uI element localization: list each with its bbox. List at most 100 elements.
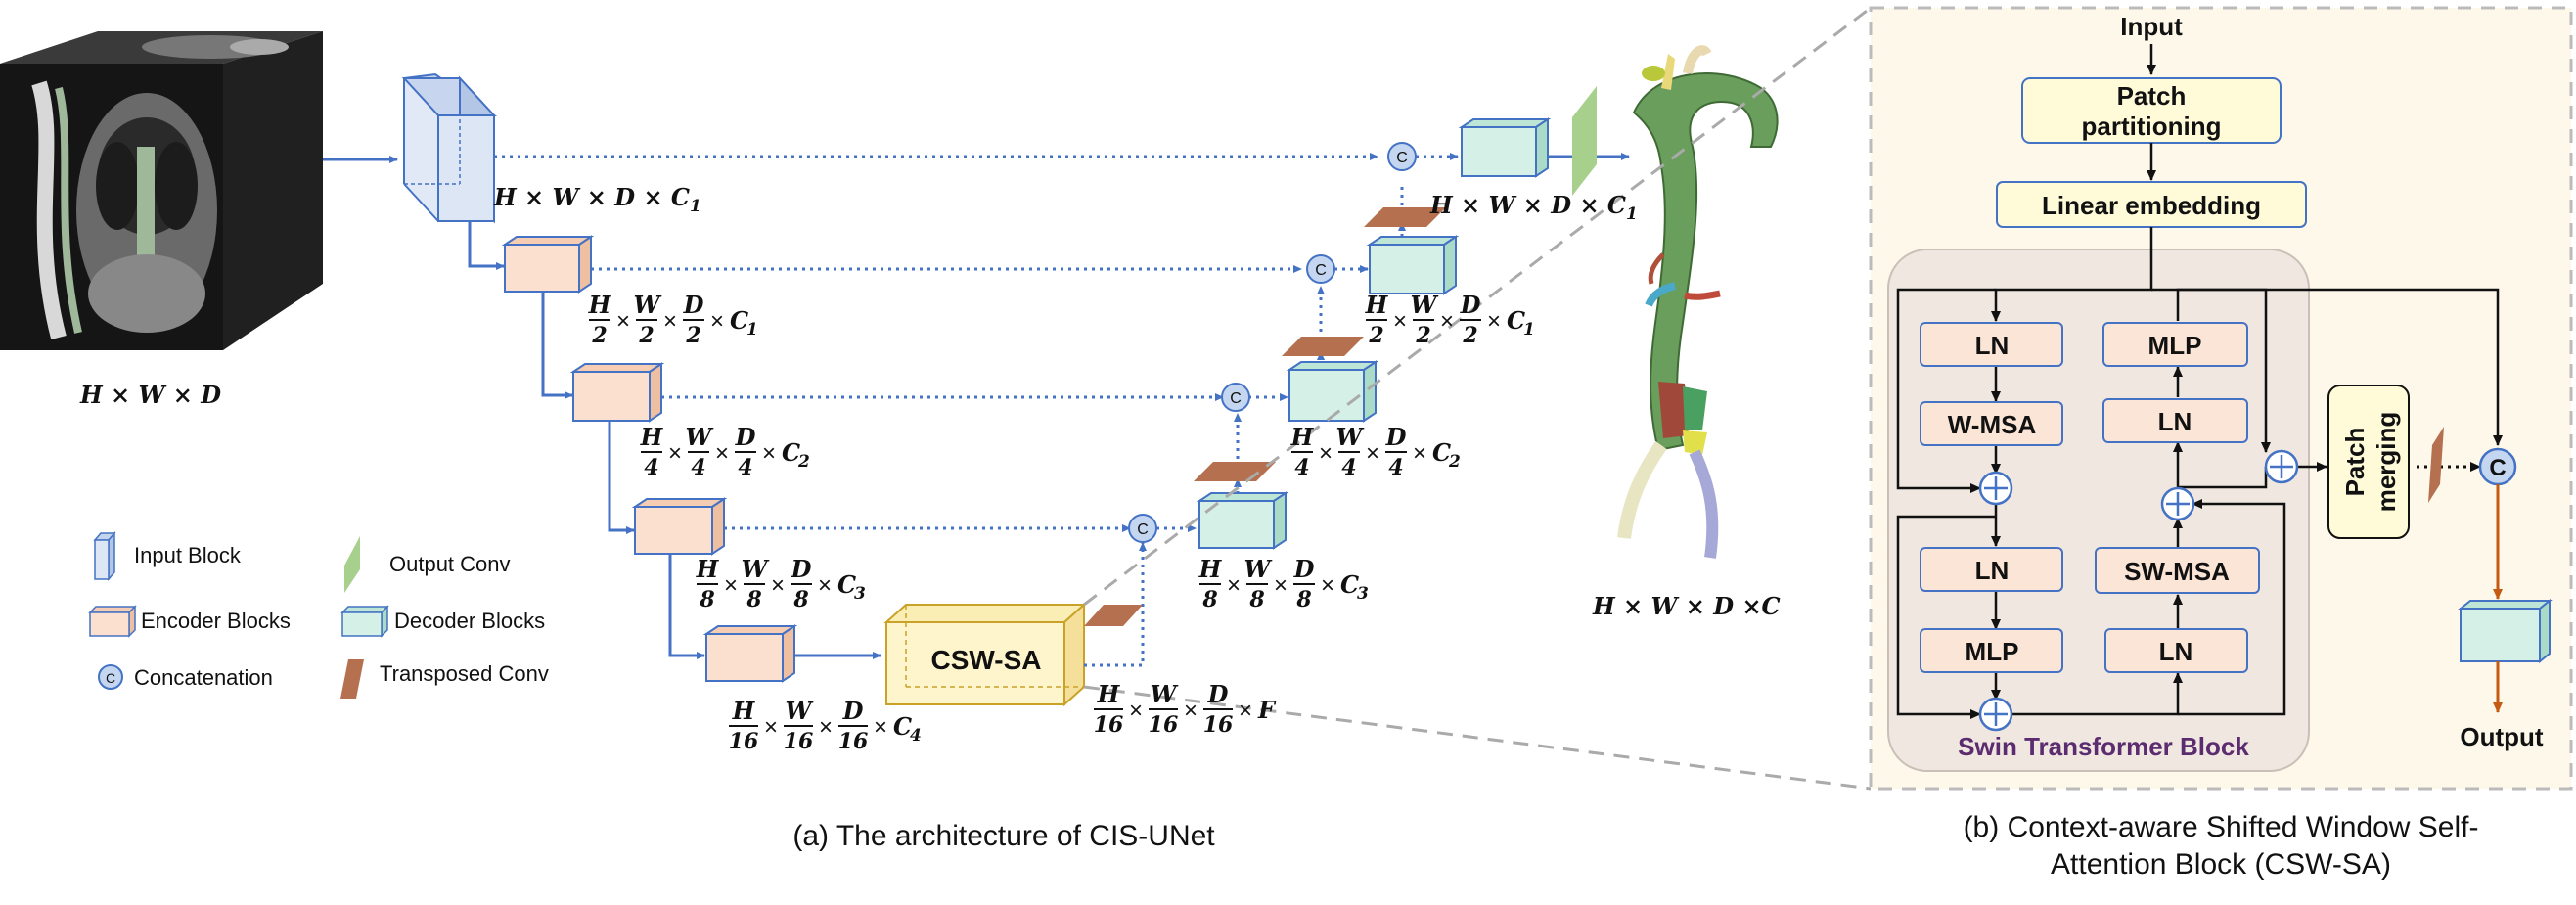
legend: Input Block Encoder Blocks C Concatenati…	[88, 530, 549, 699]
concat-node-3: C	[1221, 383, 1250, 412]
svg-text:×: ×	[1321, 572, 1334, 599]
svg-text:H × W × D × C1: H × W × D × C1	[493, 183, 701, 216]
svg-text:2: 2	[638, 323, 654, 348]
svg-text:4: 4	[910, 726, 922, 746]
svg-text:W: W	[1336, 423, 1365, 451]
svg-text:C: C	[782, 438, 800, 467]
legend-encoder-blocks: Encoder Blocks	[88, 605, 291, 638]
legend-input-block: Input Block	[93, 530, 242, 582]
svg-text:1: 1	[746, 320, 758, 339]
dim-d4: H16×W16×D16×C4	[729, 697, 922, 754]
svg-text:Patch: Patch	[2340, 428, 2370, 497]
svg-text:×: ×	[715, 440, 729, 467]
svg-text:C: C	[2489, 455, 2506, 481]
dim-up0: H × W × D × C1	[1429, 191, 1638, 224]
svg-text:H: H	[732, 697, 756, 725]
svg-text:4: 4	[691, 455, 705, 480]
panel-concat-node: C	[2478, 447, 2517, 486]
svg-text:C: C	[1315, 262, 1327, 279]
svg-text:16: 16	[1149, 712, 1179, 738]
svg-text:H × W × D × C1: H × W × D × C1	[1429, 191, 1638, 224]
svg-text:×: ×	[1393, 308, 1407, 335]
svg-text:16: 16	[1094, 712, 1124, 738]
svg-text:W: W	[1244, 555, 1273, 583]
svg-text:×: ×	[710, 308, 724, 335]
svg-text:4: 4	[1341, 455, 1356, 480]
svg-text:2: 2	[1368, 323, 1383, 348]
svg-text:LN: LN	[1975, 331, 2010, 360]
patch-merging-box	[2327, 385, 2410, 539]
svg-text:W: W	[1411, 291, 1439, 319]
legend-transposed-conv: Transposed Conv	[340, 659, 549, 699]
svg-text:H: H	[696, 555, 720, 583]
svg-text:W: W	[686, 423, 714, 451]
svg-text:2: 2	[1448, 452, 1461, 472]
svg-text:C: C	[837, 570, 856, 599]
svg-text:H: H	[1290, 423, 1315, 451]
svg-text:D: D	[1207, 680, 1229, 708]
concat-node-1: C	[1387, 142, 1417, 171]
legend-output-conv: Output Conv	[344, 536, 511, 593]
svg-text:16: 16	[838, 729, 869, 754]
svg-text:C: C	[893, 712, 912, 741]
input-block	[401, 72, 498, 224]
dim-d1: H2×W2×D2×C1	[588, 291, 758, 348]
svg-text:F: F	[1257, 696, 1277, 724]
svg-text:H: H	[1097, 680, 1121, 708]
encoder-block-2	[569, 362, 665, 423]
dim-up1: H2×W2×D2×C1	[1365, 291, 1535, 348]
w-msa-block	[1920, 401, 2063, 446]
svg-text:C: C	[1507, 306, 1525, 335]
concat-node-4: C	[1128, 514, 1157, 543]
zoom-lines	[1083, 6, 1872, 791]
svg-text:8: 8	[1295, 587, 1311, 612]
sw-msa-block	[2095, 547, 2260, 594]
svg-text:H: H	[588, 291, 612, 319]
concat-node-2: C	[1306, 254, 1335, 284]
decoder-block-1	[1458, 117, 1552, 178]
encoder-block-3	[631, 497, 728, 556]
add-nodes	[1978, 449, 2299, 732]
concat-nodes: C C C C	[1128, 142, 1417, 543]
svg-text:W-MSA: W-MSA	[1948, 410, 2037, 439]
svg-text:8: 8	[746, 587, 761, 612]
svg-text:H: H	[1198, 555, 1223, 583]
panel-decoder-block	[2458, 598, 2553, 664]
svg-text:MLP: MLP	[2148, 331, 2202, 360]
svg-text:4: 4	[1294, 455, 1309, 480]
svg-text:partitioning: partitioning	[2082, 112, 2222, 141]
svg-text:W: W	[1151, 680, 1179, 708]
svg-text:×: ×	[819, 714, 833, 741]
svg-text:W: W	[786, 697, 814, 725]
svg-text:MLP: MLP	[1966, 637, 2019, 666]
svg-text:Input Block: Input Block	[134, 543, 242, 567]
svg-text:4: 4	[738, 455, 752, 480]
svg-text:2: 2	[797, 452, 810, 472]
svg-text:Encoder Blocks: Encoder Blocks	[141, 609, 291, 633]
ln-block-2	[1920, 547, 2063, 592]
svg-text:4: 4	[1388, 455, 1403, 480]
swin-input-label: Input	[2120, 12, 2183, 41]
swin-routing	[1896, 227, 2503, 719]
svg-text:C: C	[1340, 570, 1359, 599]
svg-text:3: 3	[854, 584, 866, 604]
svg-text:C: C	[1137, 521, 1149, 538]
svg-text:2: 2	[1462, 323, 1477, 348]
input-dim: H × W × D	[79, 381, 221, 409]
svg-text:Linear embedding: Linear embedding	[2042, 191, 2261, 220]
svg-text:4: 4	[644, 455, 658, 480]
panel-transposed-conv	[2428, 427, 2444, 503]
svg-text:16: 16	[1203, 712, 1234, 738]
ct-volume-image	[0, 31, 323, 350]
svg-text:8: 8	[792, 587, 808, 612]
swin-output-label: Output	[2460, 722, 2544, 751]
csw-sa-label: CSW-SA	[931, 645, 1042, 675]
svg-text:×: ×	[663, 308, 677, 335]
svg-text:3: 3	[1357, 584, 1369, 604]
output-dim: H × W × D ×C	[1592, 592, 1781, 620]
caption-a: (a) The architecture of CIS-UNet	[792, 820, 1215, 852]
svg-text:D: D	[842, 697, 864, 725]
dim-level0: H × W × D × C1	[493, 183, 701, 216]
svg-text:×: ×	[1487, 308, 1501, 335]
